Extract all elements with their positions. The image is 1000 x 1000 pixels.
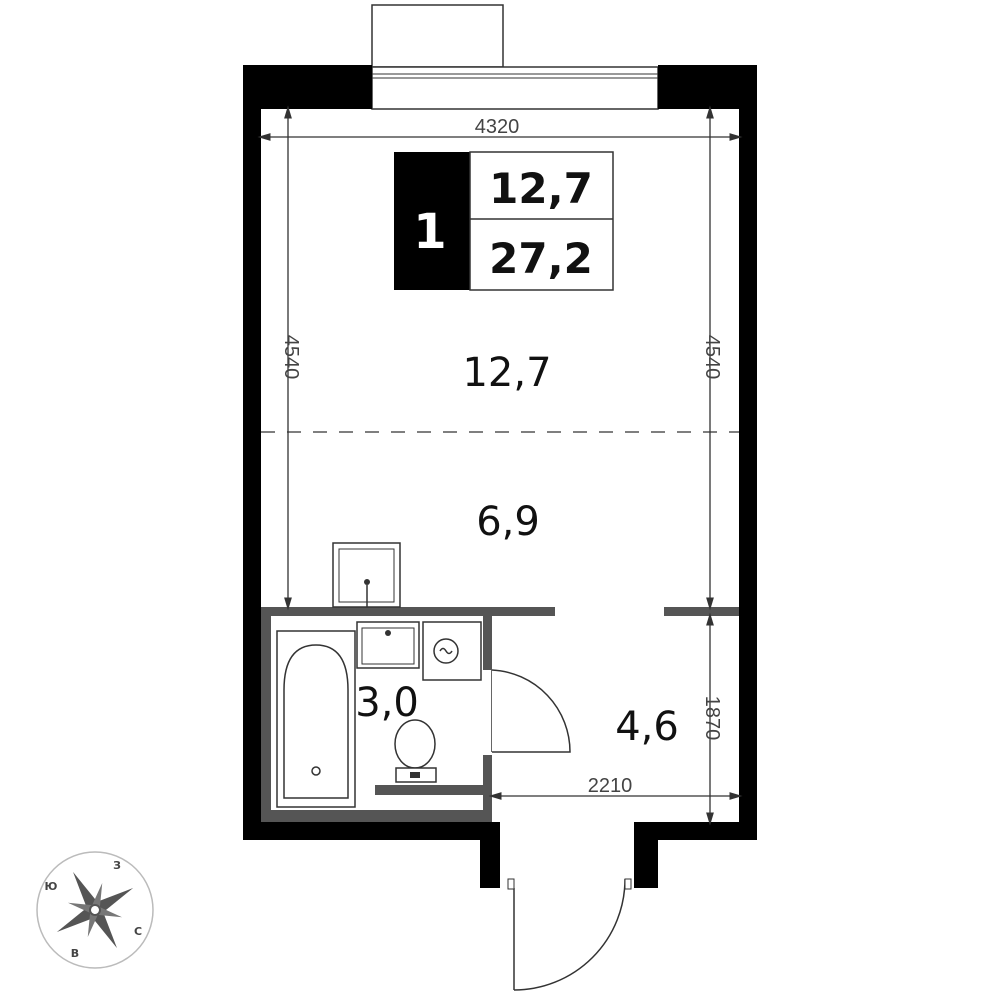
dim-left-height: 4540	[280, 335, 302, 380]
bathroom-sink	[356, 621, 420, 669]
compass-label-north: С	[134, 925, 142, 938]
badge-living-area: 12,7	[489, 164, 593, 213]
area-hallway: 4,6	[615, 704, 679, 750]
entrance-door	[507, 878, 632, 991]
bathtub	[276, 630, 356, 808]
exterior-walls	[243, 65, 757, 888]
badge-total-area: 27,2	[489, 234, 593, 283]
badge-rooms-count: 1	[413, 204, 446, 260]
kitchen-sink	[332, 542, 401, 608]
compass-label-south: Ю	[45, 880, 58, 893]
area-living-room: 12,7	[462, 350, 551, 396]
dim-top-width: 4320	[475, 116, 520, 138]
washing-machine	[422, 621, 482, 681]
interior-partitions	[261, 607, 739, 822]
bathroom-door	[491, 669, 571, 753]
toilet	[394, 719, 437, 783]
compass-label-east: В	[71, 947, 79, 960]
dim-hall-height: 1870	[701, 696, 723, 741]
compass-label-west: З	[113, 859, 121, 872]
dimension-lines	[257, 105, 743, 826]
area-kitchen-zone: 6,9	[476, 499, 540, 545]
dim-right-height: 4540	[701, 335, 723, 380]
area-bathroom: 3,0	[355, 680, 419, 726]
dim-hall-width: 2210	[588, 775, 633, 797]
balcony	[371, 4, 659, 110]
compass-icon: С Ю З В	[36, 851, 154, 969]
apartment-badge: 1 12,7 27,2	[394, 151, 614, 291]
